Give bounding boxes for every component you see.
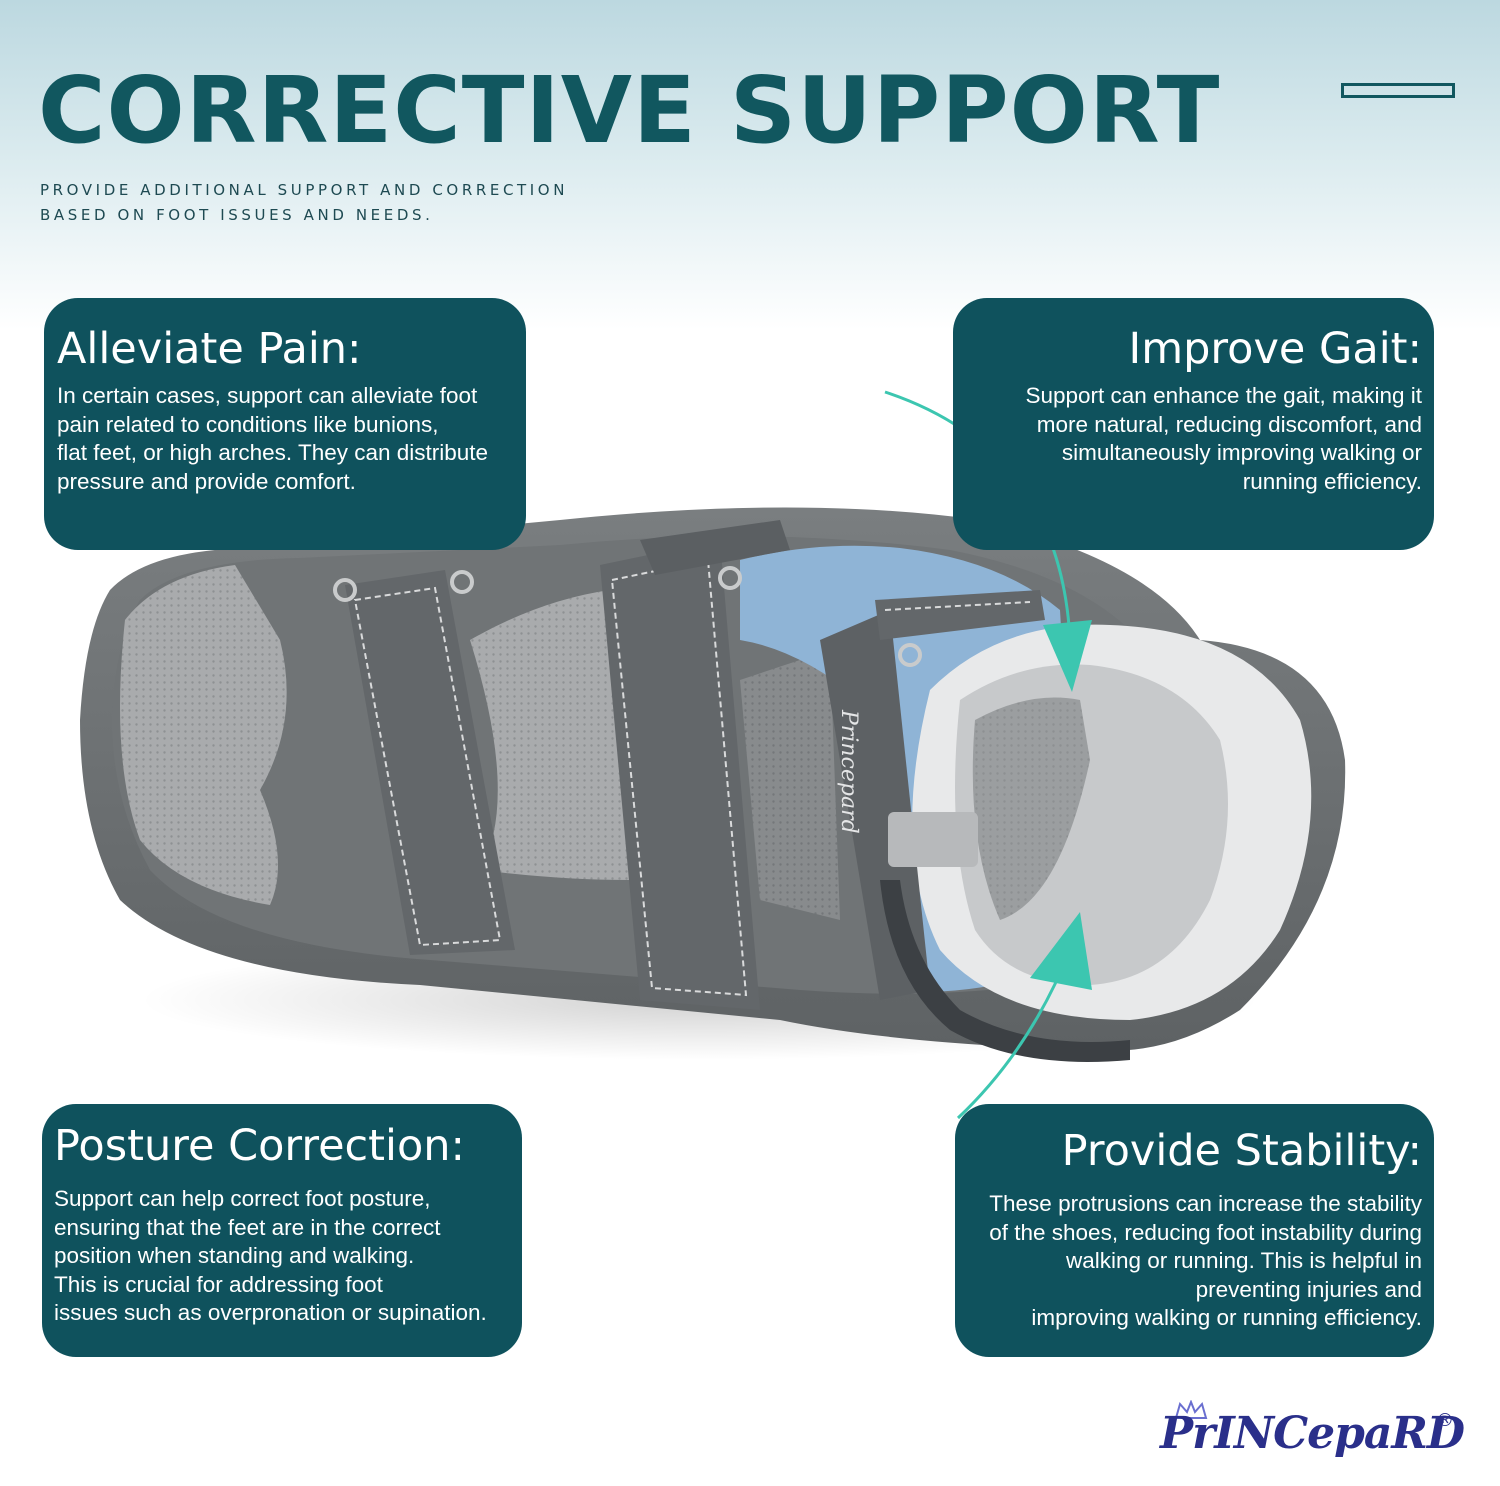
header-gradient-background <box>0 0 1500 330</box>
card-provide-stability: Provide Stability: These protrusions can… <box>955 1104 1434 1357</box>
card-body: These protrusions can increase the stabi… <box>989 1191 1422 1330</box>
page-subtitle: PROVIDE ADDITIONAL SUPPORT AND CORRECTIO… <box>40 178 660 228</box>
card-body: In certain cases, support can alleviate … <box>57 383 489 494</box>
velcro-strap-1 <box>333 570 515 955</box>
subtitle-line-2: BASED ON FOOT ISSUES AND NEEDS. <box>40 206 434 224</box>
crown-icon <box>1174 1400 1208 1419</box>
card-title: Provide Stability: <box>1061 1126 1422 1176</box>
shoe-brand-print: Princepard <box>836 709 861 834</box>
card-title: Posture Correction: <box>54 1121 466 1171</box>
card-title: Improve Gait: <box>1128 324 1422 374</box>
subtitle-line-1: PROVIDE ADDITIONAL SUPPORT AND CORRECTIO… <box>40 181 569 199</box>
brand-logo: PrINCepaRD ® <box>1160 1400 1465 1480</box>
side-mesh <box>470 590 630 880</box>
zipper-edge <box>880 880 1130 1062</box>
card-body: Support can help correct foot posture, e… <box>54 1186 487 1325</box>
card-title: Alleviate Pain: <box>57 324 362 374</box>
card-alleviate-pain: Alleviate Pain: In certain cases, suppor… <box>44 298 526 550</box>
decorative-bar <box>1341 83 1455 98</box>
curved-arrow-icon <box>956 912 1092 1120</box>
registered-mark: ® <box>1436 1410 1454 1431</box>
card-posture-correction: Posture Correction: Support can help cor… <box>42 1104 522 1357</box>
toe-mesh <box>120 565 287 905</box>
inner-mesh <box>972 697 1090 920</box>
velcro-strap-2 <box>600 520 790 1010</box>
card-body: Support can enhance the gait, making it … <box>1025 383 1422 494</box>
card-improve-gait: Improve Gait: Support can enhance the ga… <box>953 298 1434 550</box>
page-title: CORRECTIVE SUPPORT <box>38 57 1221 164</box>
mid-mesh <box>740 650 840 920</box>
pull-tab <box>888 812 978 867</box>
brand-logo-text: PrINCepaRD <box>1160 1408 1465 1459</box>
